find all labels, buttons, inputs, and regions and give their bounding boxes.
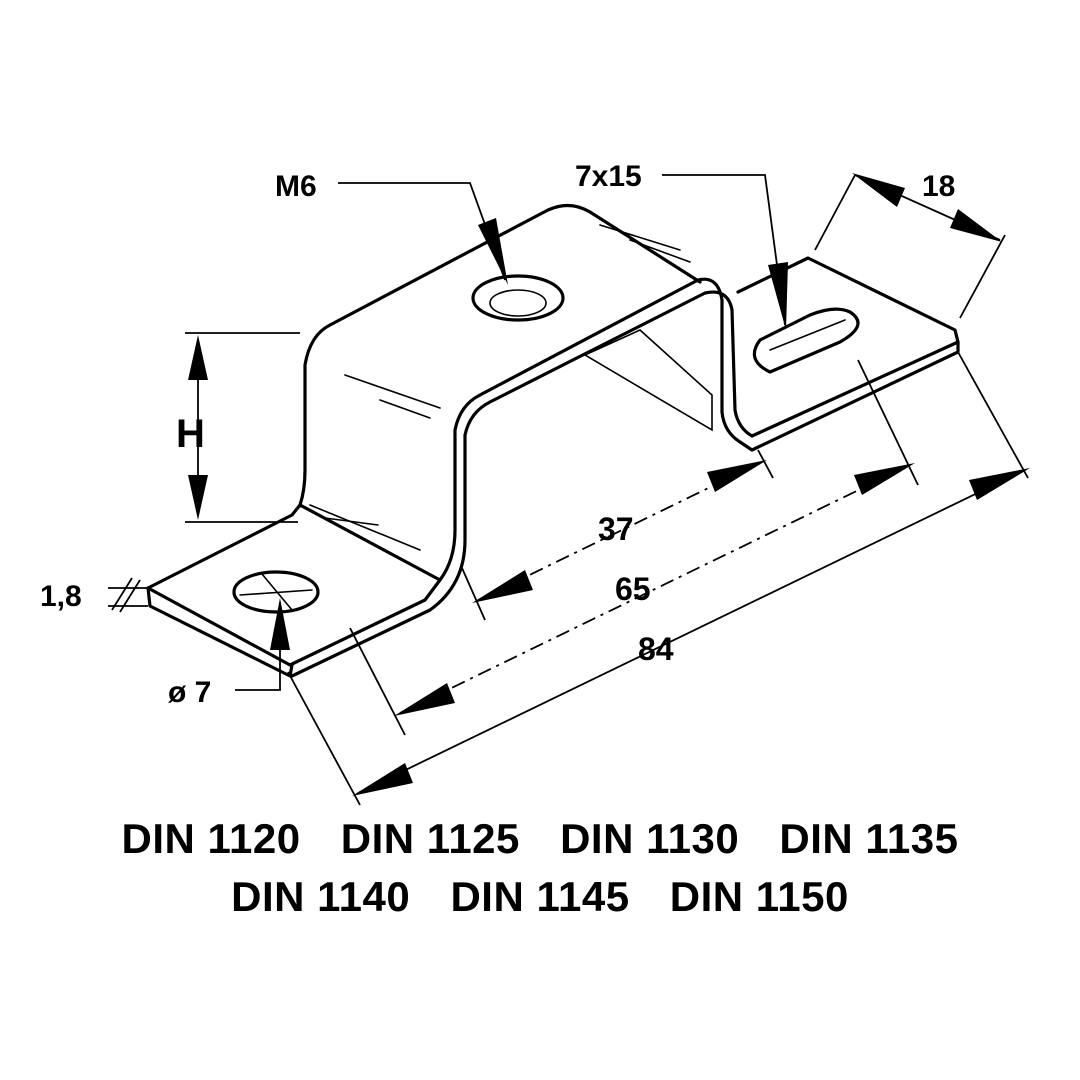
inner-length-label: 37 xyxy=(598,511,634,547)
m6-hole xyxy=(471,274,565,322)
model-name: DIN 1120 xyxy=(121,815,301,862)
bracket-outline xyxy=(146,203,960,678)
slot-label: 7x15 xyxy=(575,160,642,193)
round-hole xyxy=(232,570,320,614)
model-row-1: DIN 1120 DIN 1125 DIN 1130 DIN 1135 xyxy=(0,815,1080,863)
width-label: 18 xyxy=(922,170,955,203)
model-name: DIN 1125 xyxy=(340,815,520,862)
thickness-label: 1,8 xyxy=(40,580,82,613)
model-name: DIN 1135 xyxy=(779,815,959,862)
thickness-dimension xyxy=(108,577,148,613)
m6-leader xyxy=(338,182,508,285)
model-row-2: DIN 1140 DIN 1145 DIN 1150 xyxy=(0,873,1080,921)
model-name: DIN 1130 xyxy=(560,815,740,862)
height-dimension xyxy=(185,332,300,523)
overall-length-label: 84 xyxy=(638,631,674,667)
height-label: H xyxy=(176,412,205,456)
slot-leader xyxy=(662,174,788,330)
slot-hole xyxy=(752,307,860,374)
model-name: DIN 1150 xyxy=(669,873,849,920)
hole-leader xyxy=(235,598,290,691)
width-dimension xyxy=(814,173,1006,319)
middle-length-label: 65 xyxy=(615,571,651,607)
hole-label: ø 7 xyxy=(168,676,211,709)
length-dimensions xyxy=(287,351,1030,806)
model-name: DIN 1140 xyxy=(231,873,411,920)
thread-label: M6 xyxy=(275,170,317,203)
model-name: DIN 1145 xyxy=(450,873,630,920)
